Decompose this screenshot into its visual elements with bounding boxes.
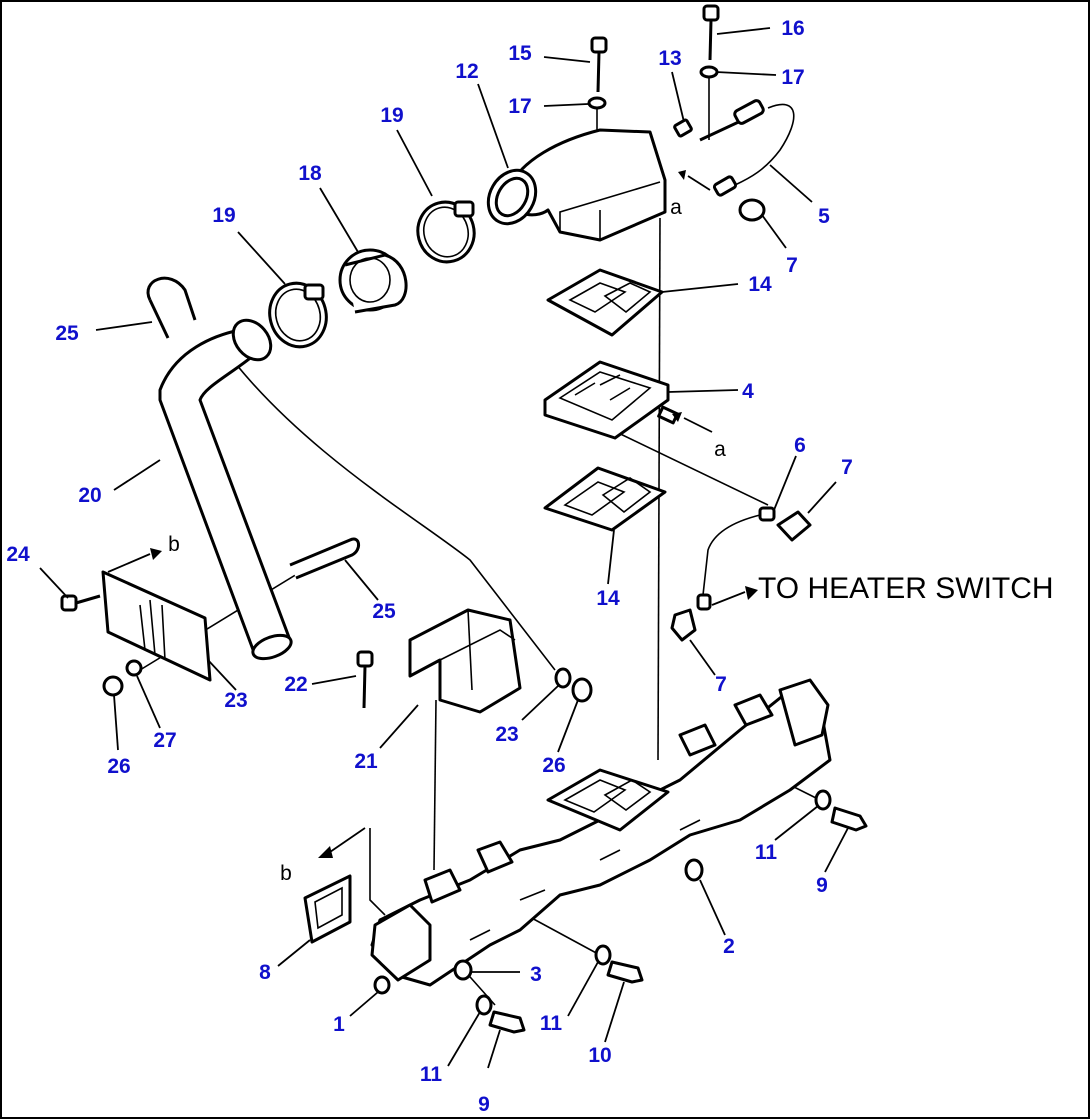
exhaust-manifold-icon (370, 678, 832, 987)
callout-13: 13 (658, 47, 681, 70)
plug-1-icon (373, 975, 391, 995)
callout-17-left: 17 (508, 95, 531, 118)
ref-letter-a-middle: a (714, 438, 726, 461)
heater-wire-6-icon (696, 506, 776, 611)
callout-15: 15 (508, 42, 532, 65)
tube-20-icon (158, 318, 293, 661)
callout-17-right: 17 (781, 66, 804, 89)
gasket-14-lower-icon (543, 466, 667, 532)
cap-7-top-icon (738, 198, 766, 222)
bolt-24-icon (60, 594, 101, 612)
cap-7-middle-icon (776, 510, 812, 542)
callout-leader-lines (39, 27, 849, 1069)
washer-23-right-icon (554, 667, 572, 689)
u-bolt-25-upper-icon (146, 276, 197, 339)
u-bolt-25-lower-icon (289, 537, 360, 580)
washer-11-lower-icon (475, 994, 493, 1016)
washer-27-icon (125, 659, 143, 677)
hose-18-icon (338, 248, 408, 314)
clamp-19-upper-icon (416, 200, 476, 264)
callout-19-lower: 19 (212, 204, 235, 227)
callout-7-middle: 7 (841, 456, 853, 479)
heater-4-icon (543, 360, 679, 440)
bolt-22-icon (356, 650, 374, 709)
callout-12: 12 (455, 60, 478, 83)
callout-19-upper: 19 (380, 104, 403, 127)
bolt-9-right-icon (830, 806, 868, 832)
nut-26-left-icon (102, 675, 124, 697)
arrow-to-heater-switch-icon (711, 586, 758, 606)
callout-18: 18 (298, 162, 322, 185)
washer-17-upper-icon (587, 96, 607, 110)
arrow-b-bottom-icon (318, 827, 366, 858)
callout-24: 24 (6, 543, 30, 566)
washer-11-right-icon (814, 789, 832, 811)
to-heater-switch-note: TO HEATER SWITCH (758, 572, 1054, 605)
callout-11-right: 11 (755, 841, 778, 864)
callout-23-left: 23 (224, 689, 247, 712)
callout-16: 16 (781, 17, 804, 40)
heater-wire-5-icon (699, 99, 795, 197)
nut-26-right-icon (571, 677, 593, 703)
clamp-19-lower-icon (268, 281, 328, 349)
bolt-15-icon (590, 36, 608, 93)
callout-7-top: 7 (786, 254, 798, 277)
plug-2-icon (684, 858, 704, 882)
bolt-10-icon (606, 960, 644, 984)
ref-letter-b-left: b (168, 533, 180, 556)
callout-25-lower: 25 (372, 600, 396, 623)
plug-3-icon (453, 959, 473, 981)
callout-27: 27 (153, 729, 176, 752)
washer-11-middle-icon (594, 944, 612, 966)
plate-23-left-icon (101, 570, 212, 682)
callout-numbers: 16 17 15 17 13 12 19 18 19 5 7 25 14 4 2… (6, 17, 853, 1116)
gasket-14-upper-icon (546, 268, 664, 337)
callout-7-lower: 7 (715, 673, 727, 696)
ref-letter-a-top: a (670, 196, 682, 219)
bolt-16-icon (702, 4, 720, 61)
callout-6: 6 (794, 434, 806, 457)
bracket-21-icon (408, 608, 522, 714)
callout-23-right: 23 (495, 723, 518, 746)
callout-26-right: 26 (542, 754, 565, 777)
callout-10: 10 (588, 1044, 611, 1067)
callout-26-left: 26 (107, 755, 130, 778)
callout-1: 1 (333, 1013, 345, 1036)
sensor-13-icon (673, 118, 693, 138)
callout-22: 22 (284, 673, 307, 696)
washer-17-right-icon (699, 65, 719, 79)
bolt-9-lower-icon (488, 1010, 526, 1034)
arrow-b-left-icon (107, 548, 162, 573)
gasket-8-icon (303, 874, 352, 944)
callout-3: 3 (530, 963, 542, 986)
callout-4: 4 (742, 380, 754, 403)
ref-letter-b-bottom: b (280, 862, 292, 885)
callout-25-upper: 25 (55, 322, 79, 345)
cap-7-lower-icon (670, 608, 697, 642)
callout-14-lower: 14 (596, 587, 620, 610)
callout-2: 2 (723, 935, 735, 958)
callout-8: 8 (259, 961, 271, 984)
callout-9-right: 9 (816, 874, 828, 897)
callout-5: 5 (818, 205, 830, 228)
callout-14-upper: 14 (748, 273, 772, 296)
callout-11-lower: 11 (420, 1063, 443, 1086)
callout-21: 21 (354, 750, 378, 773)
callout-9-lower: 9 (478, 1093, 490, 1116)
elbow-12-icon (486, 128, 667, 242)
callout-20: 20 (78, 484, 101, 507)
callout-11-middle: 11 (540, 1012, 563, 1035)
